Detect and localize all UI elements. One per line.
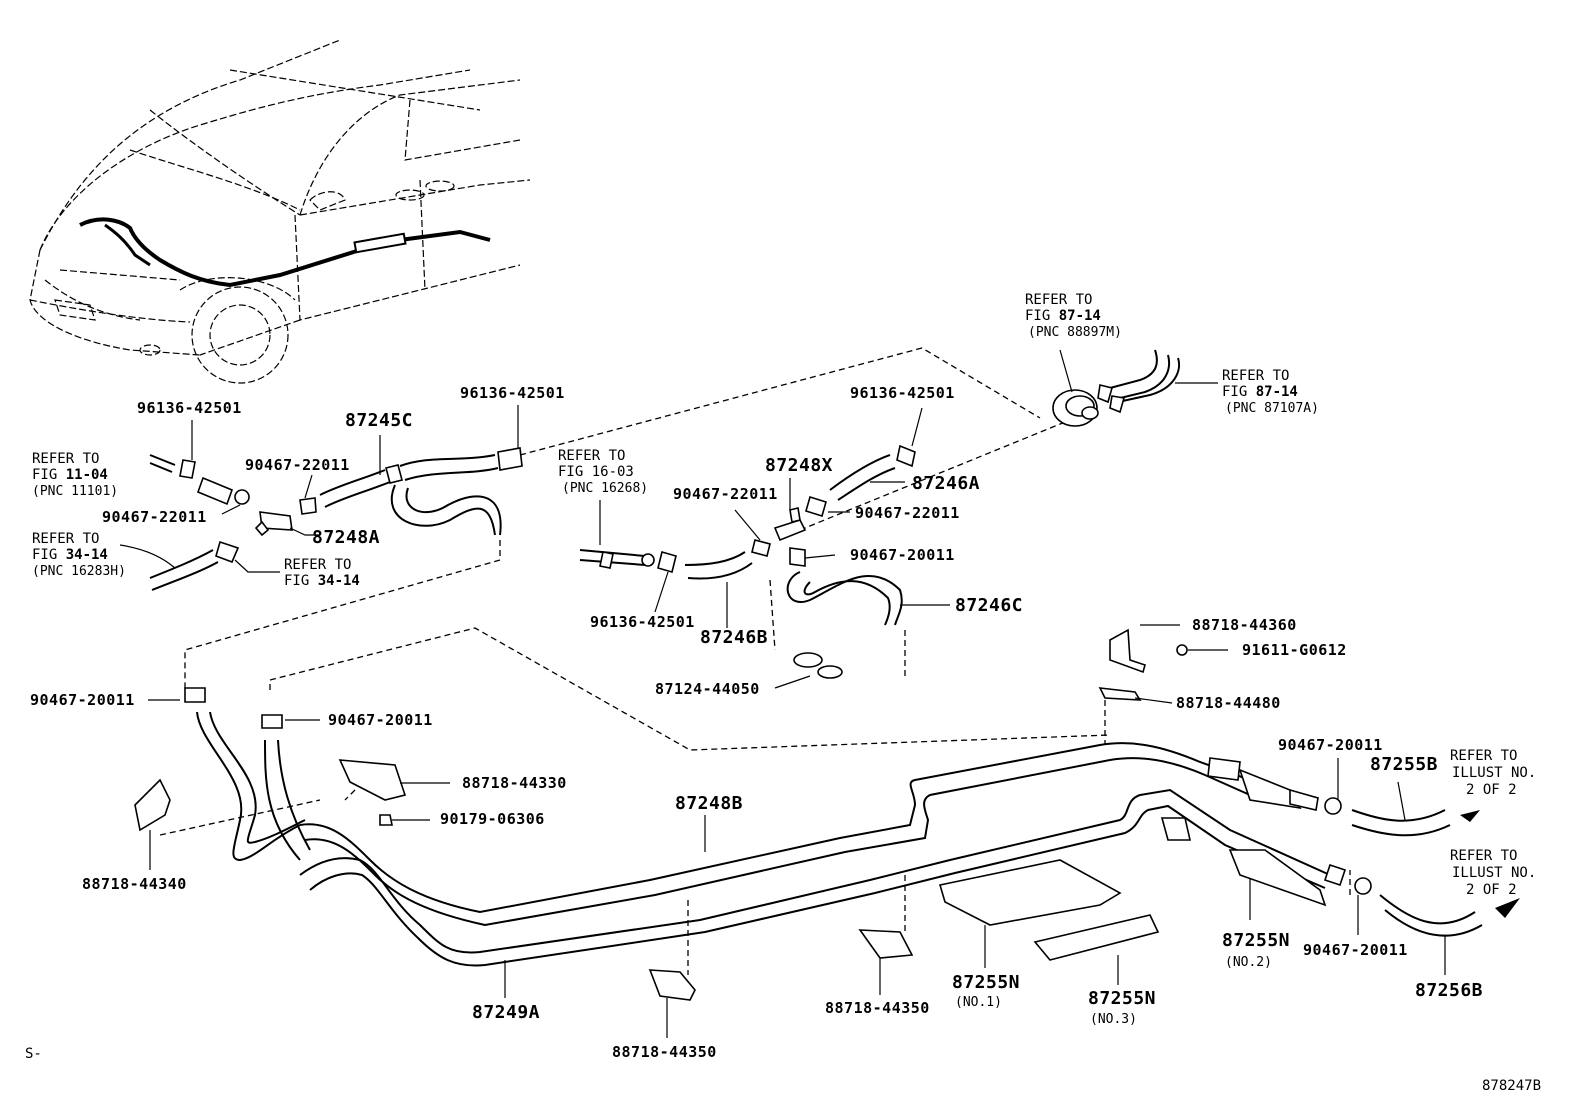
label-90467-22011-c: 90467-22011 — [673, 485, 778, 503]
label-87246B: 87246B — [700, 627, 768, 648]
label-88718-44330: 88718-44330 — [462, 774, 567, 792]
ref-fig-34-14-b-line1: REFER TO — [284, 557, 351, 573]
label-87249A: 87249A — [472, 1002, 540, 1023]
upper-left-hoses — [149, 447, 523, 591]
ref-fig-34-14-a-line3: (PNC 16283H) — [32, 564, 126, 579]
ref-fig-16-03-line3: (PNC 16268) — [562, 481, 648, 496]
ref-illust-a-line1: REFER TO — [1450, 748, 1517, 764]
ref-fig-87-14-b-line2: FIG 87-14 — [1222, 384, 1298, 400]
ref-fig-87-14-b-line1: REFER TO — [1222, 368, 1289, 384]
label-88718-44350-a: 88718-44350 — [612, 1043, 717, 1061]
label-87255N-1: 87255N — [952, 972, 1020, 993]
label-87255N-2-sub: (NO.2) — [1225, 955, 1272, 970]
upper-right-grommet — [1052, 349, 1180, 427]
label-90467-22011-d: 90467-22011 — [855, 504, 960, 522]
label-88718-44480: 88718-44480 — [1176, 694, 1281, 712]
label-88718-44350-b: 88718-44350 — [825, 999, 930, 1017]
label-87248B: 87248B — [675, 793, 743, 814]
bottom-brackets — [648, 849, 1327, 1001]
label-87246A: 87246A — [912, 473, 980, 494]
ref-fig-16-03-line2: FIG 16-03 — [558, 464, 634, 480]
dashed-assembly-lines — [159, 347, 1351, 975]
label-96136-42501-b: 96136-42501 — [460, 384, 565, 402]
illustration-code: 878247B — [1482, 1078, 1541, 1094]
ref-illust-b-line1: REFER TO — [1450, 848, 1517, 864]
ref-illust-b-line3: 2 OF 2 — [1466, 882, 1517, 898]
label-87248A: 87248A — [312, 527, 380, 548]
label-90467-20011-d: 90467-20011 — [1278, 736, 1383, 754]
label-90467-22011-b: 90467-22011 — [102, 508, 207, 526]
label-87255B: 87255B — [1370, 754, 1438, 775]
label-90467-20011-b: 90467-20011 — [30, 691, 135, 709]
main-pipes — [299, 742, 1347, 967]
label-87124-44050: 87124-44050 — [655, 680, 760, 698]
part-labels: 96136-42501 87245C 96136-42501 96136-425… — [30, 384, 1483, 1061]
right-hoses — [1324, 797, 1520, 937]
leader-lines — [119, 349, 1446, 1038]
ref-fig-16-03-line1: REFER TO — [558, 448, 625, 464]
ref-fig-11-04-line3: (PNC 11101) — [32, 484, 118, 499]
ref-fig-87-14-a-line3: (PNC 88897M) — [1028, 325, 1122, 340]
label-96136-42501-c: 96136-42501 — [850, 384, 955, 402]
ref-fig-87-14-a-line2: FIG 87-14 — [1025, 308, 1101, 324]
lower-left-hoses — [134, 687, 407, 862]
label-87256B: 87256B — [1415, 980, 1483, 1001]
label-88718-44340: 88718-44340 — [82, 875, 187, 893]
label-90467-22011-a: 90467-22011 — [245, 456, 350, 474]
label-87245C: 87245C — [345, 410, 413, 431]
ref-fig-11-04-line2: FIG 11-04 — [32, 467, 108, 483]
bracket-parts-right — [1098, 628, 1188, 701]
label-87255N-3-sub: (NO.3) — [1090, 1012, 1137, 1027]
ref-illust-a-line2: ILLUST NO. — [1452, 765, 1536, 781]
label-87255N-2: 87255N — [1222, 930, 1290, 951]
label-87255N-1-sub: (NO.1) — [955, 995, 1002, 1010]
label-91611-G0612: 91611-G0612 — [1242, 641, 1347, 659]
ref-fig-11-04-line1: REFER TO — [32, 451, 99, 467]
ref-illust-b-line2: ILLUST NO. — [1452, 865, 1536, 881]
label-90467-20011-a: 90467-20011 — [850, 546, 955, 564]
label-90467-20011-e: 90467-20011 — [1303, 941, 1408, 959]
label-88718-44360: 88718-44360 — [1192, 616, 1297, 634]
ref-fig-34-14-a-line1: REFER TO — [32, 531, 99, 547]
corner-left-marker: S- — [25, 1046, 42, 1062]
reference-texts: REFER TO FIG 11-04 (PNC 11101) REFER TO … — [32, 292, 1536, 898]
label-87255N-3: 87255N — [1088, 988, 1156, 1009]
label-96136-42501-a: 96136-42501 — [137, 399, 242, 417]
center-hoses — [579, 444, 916, 679]
ref-fig-87-14-b-line3: (PNC 87107A) — [1225, 401, 1319, 416]
ref-fig-34-14-b-line2: FIG 34-14 — [284, 573, 360, 589]
label-90467-20011-c: 90467-20011 — [328, 711, 433, 729]
label-87246C: 87246C — [955, 595, 1023, 616]
label-87248X: 87248X — [765, 455, 833, 476]
label-96136-42501-d: 96136-42501 — [590, 613, 695, 631]
vehicle-sketch — [29, 39, 531, 384]
label-90179-06306: 90179-06306 — [440, 810, 545, 828]
ref-illust-a-line3: 2 OF 2 — [1466, 782, 1517, 798]
ref-fig-34-14-a-line2: FIG 34-14 — [32, 547, 108, 563]
ref-fig-87-14-a-line1: REFER TO — [1025, 292, 1092, 308]
